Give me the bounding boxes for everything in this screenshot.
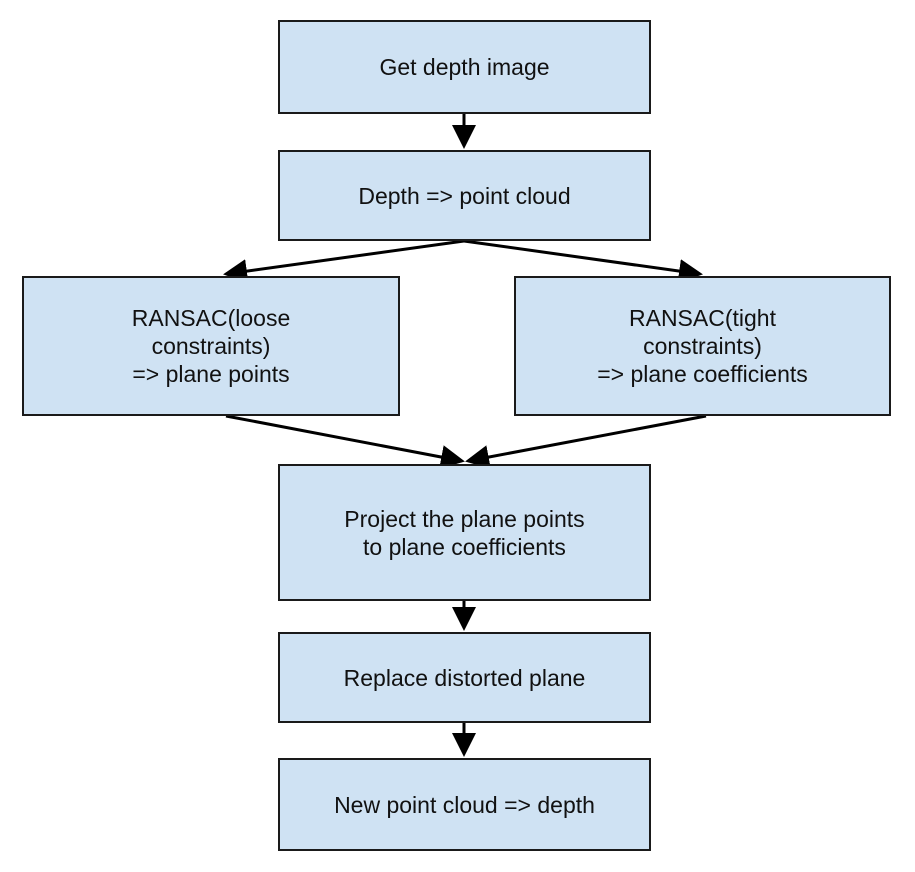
node-label-line: Project the plane points: [344, 505, 585, 532]
node-label-line: Replace distorted plane: [343, 664, 586, 691]
node-label-line: => plane coefficients: [597, 361, 808, 387]
node-ransac-tight: RANSAC(tight constraints) => plane coeff…: [514, 276, 891, 416]
edge-depth-to-cloud-to-ransac-tight: [463, 239, 703, 283]
node-replace-distorted-plane: Replace distorted plane: [278, 632, 651, 723]
node-label-line: New point cloud => depth: [334, 791, 595, 818]
node-label-line: constraints): [643, 333, 762, 359]
node-ransac-loose: RANSAC(loose constraints) => plane point…: [22, 276, 400, 416]
node-depth-to-point-cloud: Depth => point cloud: [278, 150, 651, 241]
edge-ransac-loose-to-project: [225, 414, 465, 469]
edge-depth-to-cloud-to-ransac-loose: [223, 239, 465, 284]
node-label-line: RANSAC(loose: [131, 305, 291, 331]
node-label-line: => plane points: [132, 361, 290, 387]
edge-ransac-tight-to-project: [465, 414, 707, 469]
node-label-line: constraints): [151, 333, 271, 359]
node-label-line: Get depth image: [379, 54, 550, 80]
node-get-depth-image: Get depth image: [278, 20, 651, 114]
node-label-line: to plane coefficients: [363, 533, 566, 560]
node-label-line: Depth => point cloud: [358, 182, 571, 209]
node-label-line: RANSAC(tight: [629, 305, 776, 331]
node-new-point-cloud-to-depth: New point cloud => depth: [278, 758, 651, 851]
node-project-plane-points: Project the plane points to plane coeffi…: [278, 464, 651, 601]
